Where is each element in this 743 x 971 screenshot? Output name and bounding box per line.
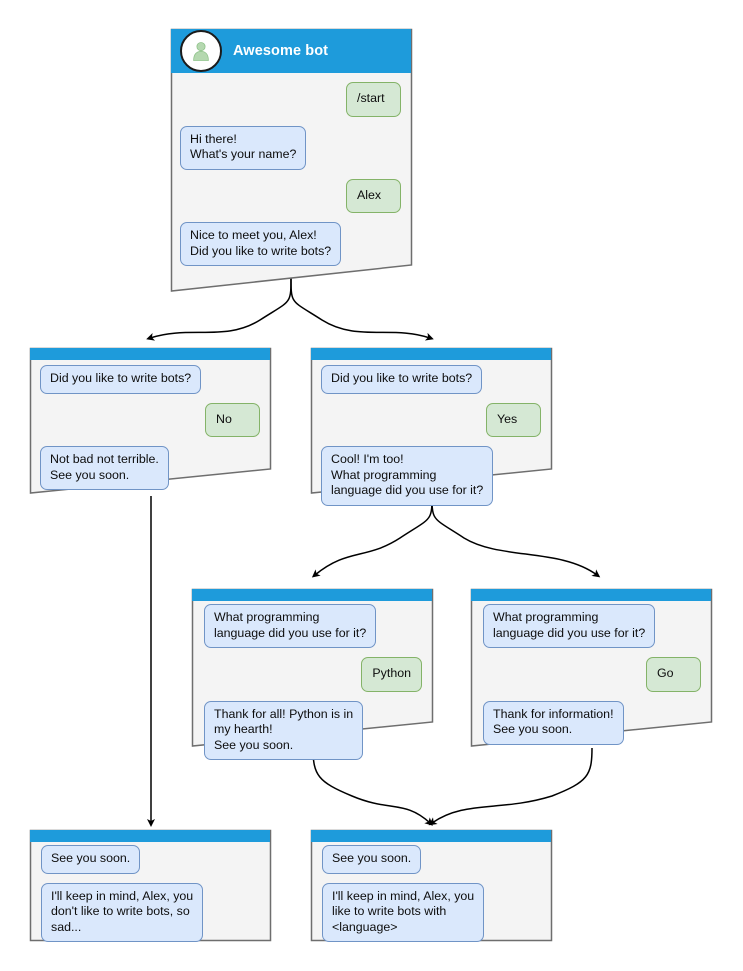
chat-row: Thank for all! Python is in my hearth! S… [204, 700, 422, 760]
node-answer-yes[interactable]: Did you like to write bots? Yes Cool! I'… [310, 347, 553, 506]
chat-row: What programming language did you use fo… [204, 604, 422, 648]
chat-row: Alex [180, 178, 401, 213]
chat-row: Cool! I'm too! What programming language… [321, 446, 541, 506]
chat-row: Yes [321, 402, 541, 437]
node-end-sad[interactable]: See you soon. I'll keep in mind, Alex, y… [29, 829, 272, 942]
chat-row: Not bad not terrible. See you soon. [40, 446, 260, 490]
user-bubble[interactable]: Python [361, 657, 422, 692]
node-end-happy[interactable]: See you soon. I'll keep in mind, Alex, y… [310, 829, 553, 942]
chat-row: Python [204, 657, 422, 692]
chat-row: No [40, 402, 260, 437]
bot-bubble[interactable]: Did you like to write bots? [321, 365, 483, 394]
chat-row: /start [180, 82, 401, 117]
node-titlebar [311, 348, 551, 360]
node-language-python[interactable]: What programming language did you use fo… [191, 588, 434, 760]
chat-row: See you soon. [41, 845, 260, 874]
node-answer-no-chat: Did you like to write bots? No Not bad n… [40, 365, 260, 499]
bot-bubble[interactable]: Cool! I'm too! What programming language… [321, 446, 494, 506]
node-answer-yes-chat: Did you like to write bots? Yes Cool! I'… [321, 365, 541, 515]
chat-row: Did you like to write bots? [40, 365, 260, 394]
chat-row: Nice to meet you, Alex! Did you like to … [180, 222, 401, 266]
node-end-sad-chat: See you soon. I'll keep in mind, Alex, y… [41, 845, 260, 951]
chat-row: What programming language did you use fo… [483, 604, 701, 648]
chat-row: I'll keep in mind, Alex, you like to wri… [322, 882, 541, 942]
person-icon [193, 42, 209, 61]
bot-bubble[interactable]: Did you like to write bots? [40, 365, 202, 394]
bot-bubble[interactable]: Thank for all! Python is in my hearth! S… [204, 700, 364, 760]
node-language-go-chat: What programming language did you use fo… [483, 604, 701, 754]
bot-bubble[interactable]: Nice to meet you, Alex! Did you like to … [180, 222, 342, 266]
bot-bubble[interactable]: See you soon. [41, 845, 141, 874]
avatar [180, 30, 222, 72]
node-language-python-chat: What programming language did you use fo… [204, 604, 422, 769]
bot-bubble[interactable]: I'll keep in mind, Alex, you like to wri… [322, 882, 485, 942]
bot-bubble[interactable]: See you soon. [322, 845, 422, 874]
node-answer-no[interactable]: Did you like to write bots? No Not bad n… [29, 347, 272, 495]
bot-bubble[interactable]: Thank for information! See you soon. [483, 700, 624, 745]
node-language-go[interactable]: What programming language did you use fo… [470, 588, 713, 748]
chat-row: Did you like to write bots? [321, 365, 541, 394]
node-end-happy-chat: See you soon. I'll keep in mind, Alex, y… [322, 845, 541, 951]
edge-go-to-end-happy [428, 747, 593, 826]
user-bubble[interactable]: Yes [486, 402, 541, 437]
chat-row: Hi there! What's your name? [180, 125, 401, 170]
user-bubble[interactable]: /start [346, 82, 401, 117]
node-start-titlebar: Awesome bot [171, 29, 411, 73]
chat-row: Go [483, 657, 701, 692]
node-titlebar [311, 830, 551, 842]
user-bubble[interactable]: Go [646, 657, 701, 692]
node-titlebar [30, 830, 270, 842]
user-bubble[interactable]: Alex [346, 178, 401, 213]
node-titlebar [471, 589, 711, 601]
bot-bubble[interactable]: Hi there! What's your name? [180, 125, 307, 170]
bot-title: Awesome bot [233, 43, 329, 59]
chat-row: See you soon. [322, 845, 541, 874]
bot-bubble[interactable]: I'll keep in mind, Alex, you don't like … [41, 882, 204, 942]
bot-bubble[interactable]: What programming language did you use fo… [204, 604, 377, 648]
node-titlebar [30, 348, 270, 360]
chat-row: I'll keep in mind, Alex, you don't like … [41, 882, 260, 942]
chat-row: Thank for information! See you soon. [483, 700, 701, 745]
user-bubble[interactable]: No [205, 402, 260, 437]
bot-bubble[interactable]: What programming language did you use fo… [483, 604, 656, 648]
bot-bubble[interactable]: Not bad not terrible. See you soon. [40, 446, 169, 490]
node-start-chat: /start Hi there! What's your name? Alex … [180, 82, 401, 275]
node-start[interactable]: Awesome bot /start Hi there! What's your… [170, 28, 413, 293]
node-titlebar [192, 589, 432, 601]
